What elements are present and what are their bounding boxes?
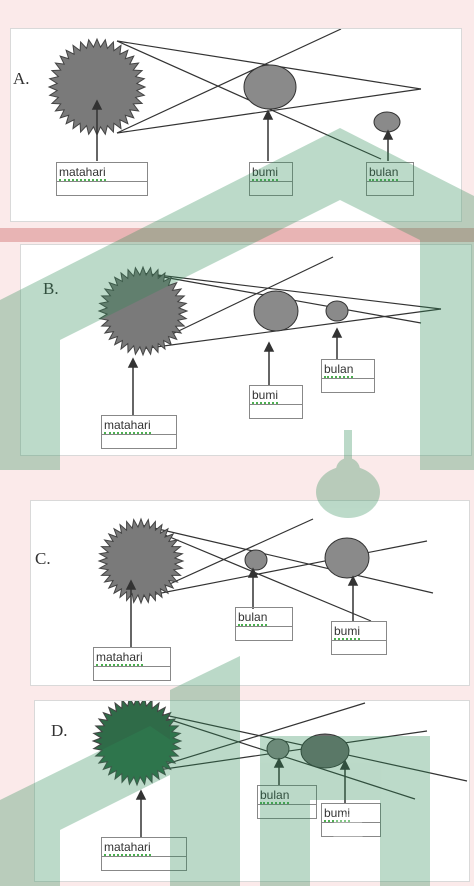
option-c-panel: C. matahari bulan bumi bbox=[30, 500, 470, 686]
earth-label-box: bumi bbox=[249, 162, 293, 196]
moon-label-box: bulan bbox=[321, 359, 375, 393]
sun-label-box: matahari bbox=[101, 415, 177, 449]
earth-label-box: bumi bbox=[321, 803, 381, 837]
sun-label-box: matahari bbox=[93, 647, 171, 681]
option-d-panel: D. matahari bulan bumi bbox=[34, 700, 470, 882]
moon-label: bulan bbox=[324, 362, 354, 378]
option-a-panel: A. matahari bumi bulan bbox=[10, 28, 462, 222]
moon-label-box: bulan bbox=[235, 607, 293, 641]
earth-label: bumi bbox=[324, 806, 351, 822]
earth-label-box: bumi bbox=[249, 385, 303, 419]
option-d-letter: D. bbox=[51, 721, 68, 740]
sun-shape bbox=[97, 517, 185, 605]
option-a-figure bbox=[47, 29, 422, 161]
option-a-letter: A. bbox=[13, 69, 30, 88]
option-c-letter: C. bbox=[35, 549, 51, 568]
earth-shape bbox=[300, 733, 350, 769]
earth-label: bumi bbox=[334, 624, 361, 640]
earth-shape bbox=[243, 64, 297, 110]
sun-label: matahari bbox=[59, 165, 106, 181]
sun-label-box: matahari bbox=[101, 837, 187, 871]
moon-shape bbox=[373, 111, 401, 133]
option-b-figure bbox=[97, 256, 442, 415]
earth-shape bbox=[324, 537, 370, 579]
sun-label: matahari bbox=[104, 418, 151, 434]
sun-shape bbox=[91, 701, 183, 787]
option-b-letter: B. bbox=[43, 279, 59, 298]
sun-shape bbox=[97, 265, 189, 357]
sun-label-box: matahari bbox=[56, 162, 148, 196]
earth-label-box: bumi bbox=[331, 621, 387, 655]
sun-shape bbox=[47, 37, 147, 137]
moon-shape bbox=[325, 300, 349, 322]
moon-label: bulan bbox=[260, 788, 290, 804]
option-d-figure bbox=[91, 701, 468, 837]
sun-label: matahari bbox=[96, 650, 143, 666]
moon-label: bulan bbox=[369, 165, 399, 181]
moon-label-box: bulan bbox=[257, 785, 317, 819]
earth-label: bumi bbox=[252, 388, 279, 404]
sun-label: matahari bbox=[104, 840, 151, 856]
moon-shape bbox=[244, 549, 268, 571]
moon-label: bulan bbox=[238, 610, 268, 626]
moon-label-box: bulan bbox=[366, 162, 414, 196]
earth-shape bbox=[253, 290, 299, 332]
earth-label: bumi bbox=[252, 165, 279, 181]
moon-shape bbox=[266, 738, 290, 760]
option-b-panel: B. matahari bumi bulan bbox=[20, 244, 472, 456]
option-c-figure bbox=[97, 517, 434, 647]
